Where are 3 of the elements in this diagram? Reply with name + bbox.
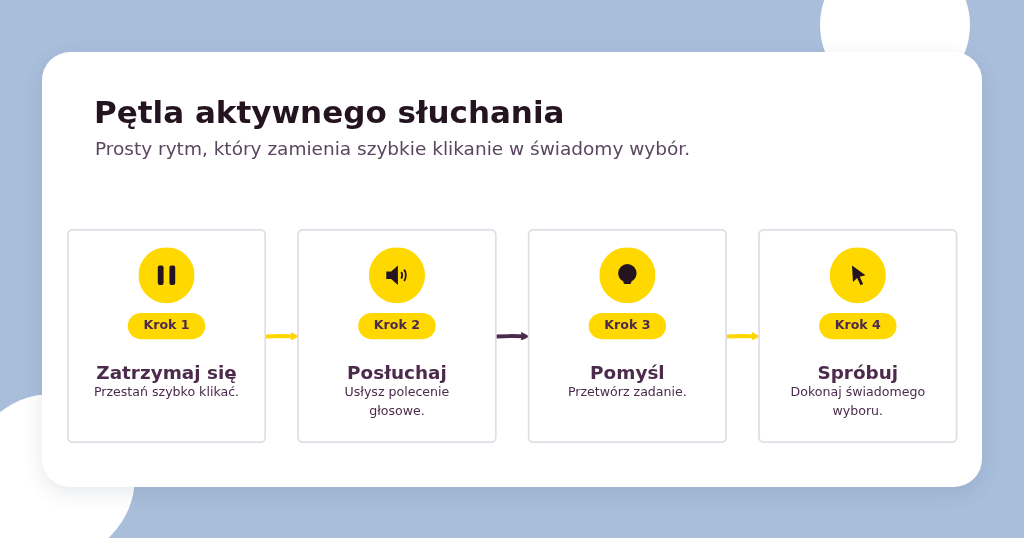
arrow [265,332,299,341]
diagram-title: Pętla aktywnego słuchania [94,94,565,130]
subtitle: Prosty rytm, który zamienia szybkie klikanie w świadomy wybór. [95,138,691,159]
